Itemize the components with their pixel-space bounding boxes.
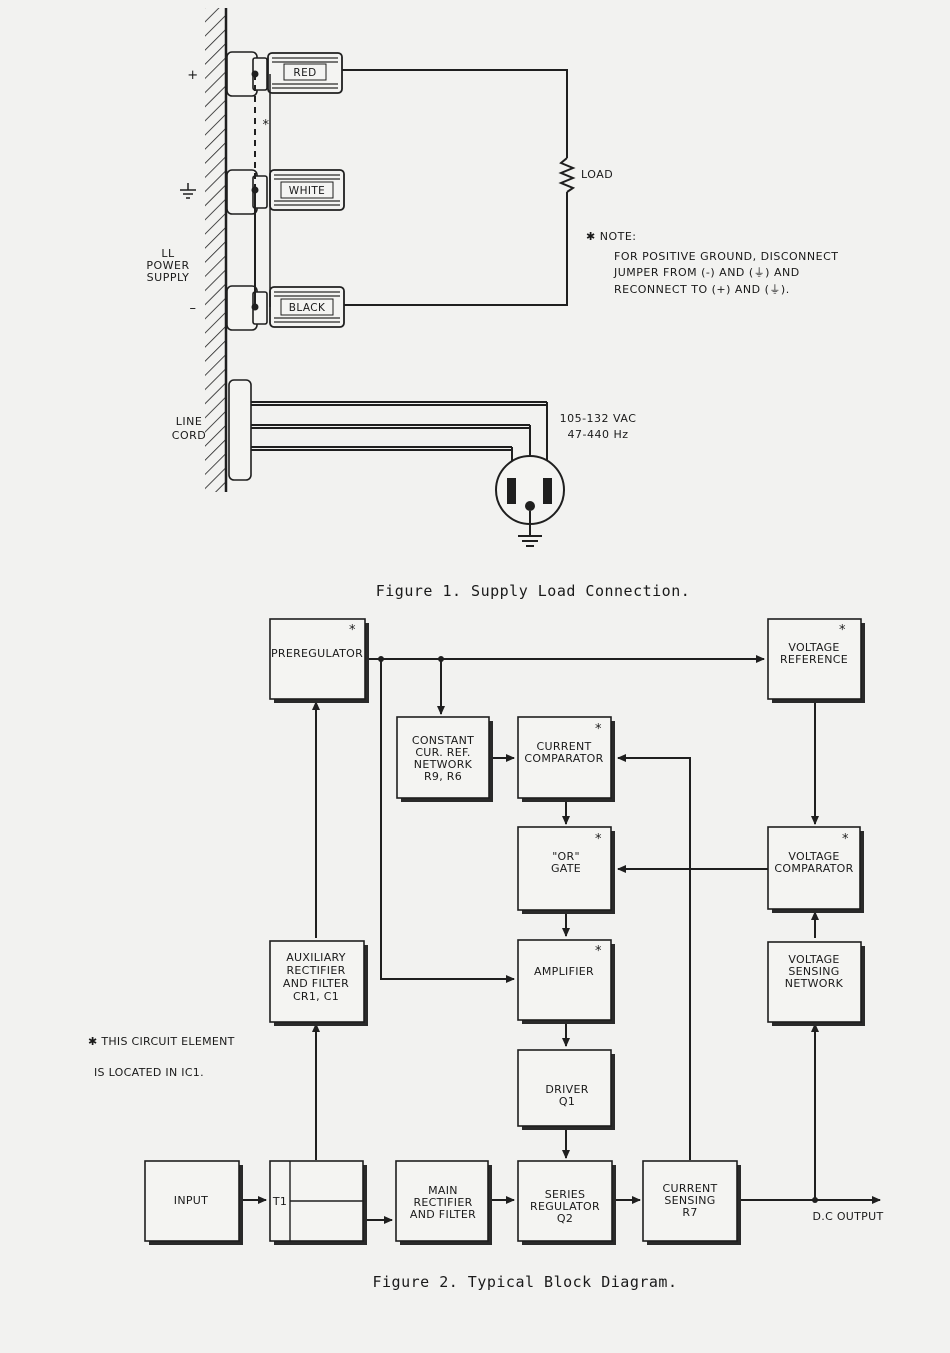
svg-text:LINE: LINE <box>176 415 203 428</box>
svg-text:CONSTANT: CONSTANT <box>412 734 474 747</box>
block-main-rectifier: MAIN RECTIFIER AND FILTER <box>395 1160 492 1245</box>
ic-marker: * <box>595 722 602 737</box>
svg-text:REGULATOR: REGULATOR <box>530 1200 600 1213</box>
figure-1-caption: Figure 1. Supply Load Connection. <box>376 582 691 600</box>
block-driver: DRIVER Q1 <box>517 1049 615 1130</box>
jumper-asterisk: * <box>263 118 270 133</box>
svg-text:AND FILTER: AND FILTER <box>410 1208 476 1221</box>
figure-2-block-diagram: * PREREGULATOR * VOLTAGE REFERENCE CONST… <box>88 618 884 1291</box>
svg-text:PREREGULATOR: PREREGULATOR <box>271 647 363 660</box>
svg-text:COMPARATOR: COMPARATOR <box>774 862 853 875</box>
binding-post-red: RED <box>267 52 343 94</box>
svg-text:"OR": "OR" <box>552 850 580 863</box>
figure-1-supply-load-connection: RED WHITE BLACK <box>146 8 838 600</box>
svg-text:MAIN: MAIN <box>428 1184 458 1197</box>
chassis-panel <box>205 8 228 492</box>
block-or-gate: * "OR" GATE <box>517 826 615 914</box>
ac-plug-icon <box>495 455 565 547</box>
svg-text:T1: T1 <box>272 1195 287 1208</box>
svg-text:GATE: GATE <box>551 862 581 875</box>
load-wiring <box>342 69 576 306</box>
block-auxiliary-rectifier: AUXILIARY RECTIFIER AND FILTER CR1, C1 <box>269 940 368 1026</box>
svg-text:REFERENCE: REFERENCE <box>780 653 848 666</box>
ic-marker: * <box>595 832 602 847</box>
block-voltage-reference: * VOLTAGE REFERENCE <box>767 618 865 703</box>
svg-text:CR1, C1: CR1, C1 <box>293 990 339 1003</box>
svg-text:DRIVER: DRIVER <box>545 1083 588 1096</box>
svg-text:105-132 VAC: 105-132 VAC <box>560 412 637 425</box>
block-series-regulator: SERIES REGULATOR Q2 <box>517 1160 616 1245</box>
block-voltage-sensing-network: VOLTAGE SENSING NETWORK <box>767 941 865 1026</box>
signal-connections <box>240 655 881 1224</box>
jumper-wire <box>251 70 271 311</box>
svg-text:RECONNECT TO (+) AND (⏚).: RECONNECT TO (+) AND (⏚). <box>614 283 790 296</box>
svg-text:CUR. REF.: CUR. REF. <box>415 746 470 759</box>
svg-text:IS LOCATED IN IC1.: IS LOCATED IN IC1. <box>94 1066 204 1079</box>
svg-text:VOLTAGE: VOLTAGE <box>788 850 839 863</box>
svg-text:CURRENT: CURRENT <box>536 740 591 753</box>
svg-text:JUMPER FROM (-) AND (⏚) AND: JUMPER FROM (-) AND (⏚) AND <box>613 266 800 279</box>
svg-text:RECTIFIER: RECTIFIER <box>286 964 345 977</box>
svg-text:AMPLIFIER: AMPLIFIER <box>534 965 594 978</box>
supply-label: LL POWER SUPPLY <box>146 247 189 284</box>
block-amplifier: * AMPLIFIER <box>517 939 615 1024</box>
block-voltage-comparator: * VOLTAGE COMPARATOR <box>767 826 864 913</box>
svg-text:✱ THIS CIRCUIT ELEMENT: ✱ THIS CIRCUIT ELEMENT <box>88 1035 235 1048</box>
svg-text:POWER: POWER <box>146 259 189 272</box>
svg-text:AND FILTER: AND FILTER <box>283 977 349 990</box>
load-label: LOAD <box>581 168 613 181</box>
svg-text:FOR POSITIVE GROUND, DISCONNEC: FOR POSITIVE GROUND, DISCONNECT <box>614 250 839 263</box>
ic-element-note: ✱ THIS CIRCUIT ELEMENT IS LOCATED IN IC1… <box>88 1035 235 1079</box>
svg-text:✱ NOTE:: ✱ NOTE: <box>586 230 636 243</box>
ic-marker: * <box>842 832 849 847</box>
plus-terminal-symbol: + <box>187 68 198 83</box>
line-cord-label: LINE CORD <box>172 415 206 442</box>
svg-text:R9, R6: R9, R6 <box>424 770 462 783</box>
svg-text:CURRENT: CURRENT <box>662 1182 717 1195</box>
binding-post-black: BLACK <box>269 286 345 328</box>
svg-text:VOLTAGE: VOLTAGE <box>788 641 839 654</box>
post-label-red: RED <box>293 67 316 79</box>
block-preregulator: * PREREGULATOR <box>269 618 369 703</box>
svg-text:AUXILIARY: AUXILIARY <box>286 951 346 964</box>
svg-text:VOLTAGE: VOLTAGE <box>788 953 839 966</box>
ic-marker: * <box>595 944 602 959</box>
post-mount-black <box>226 285 268 331</box>
svg-text:COMPARATOR: COMPARATOR <box>524 752 603 765</box>
post-mount-white <box>226 169 268 215</box>
ground-terminal-icon <box>180 183 196 199</box>
svg-text:Q1: Q1 <box>559 1095 575 1108</box>
figure-2-caption: Figure 2. Typical Block Diagram. <box>373 1273 678 1291</box>
block-transformer-t1: T1 <box>269 1160 367 1245</box>
svg-text:SENSING: SENSING <box>664 1194 715 1207</box>
dc-output-label: D.C OUTPUT <box>813 1210 884 1223</box>
block-current-comparator: * CURRENT COMPARATOR <box>517 716 615 802</box>
svg-text:INPUT: INPUT <box>174 1194 208 1207</box>
post-mount-red <box>226 51 268 97</box>
ic-marker: * <box>839 623 846 638</box>
svg-text:LL: LL <box>161 247 175 260</box>
svg-text:NETWORK: NETWORK <box>414 758 473 771</box>
svg-text:R7: R7 <box>682 1206 697 1219</box>
svg-text:CORD: CORD <box>172 429 206 442</box>
block-constant-current-ref-network: CONSTANT CUR. REF. NETWORK R9, R6 <box>396 716 493 802</box>
ic-marker: * <box>349 623 356 638</box>
svg-text:SERIES: SERIES <box>545 1188 586 1201</box>
block-current-sensing: CURRENT SENSING R7 <box>642 1160 741 1245</box>
positive-ground-note: ✱ NOTE: FOR POSITIVE GROUND, DISCONNECT … <box>586 230 839 296</box>
svg-text:RECTIFIER: RECTIFIER <box>413 1196 472 1209</box>
svg-text:NETWORK: NETWORK <box>785 977 844 990</box>
post-label-white: WHITE <box>289 185 325 197</box>
line-cord <box>228 379 548 505</box>
svg-text:47-440 Hz: 47-440 Hz <box>567 428 628 441</box>
block-input: INPUT <box>144 1160 243 1245</box>
svg-text:SENSING: SENSING <box>788 965 839 978</box>
ac-rating-label: 105-132 VAC 47-440 Hz <box>560 412 637 441</box>
post-label-black: BLACK <box>289 302 326 314</box>
svg-text:SUPPLY: SUPPLY <box>147 271 190 284</box>
svg-text:Q2: Q2 <box>557 1212 573 1225</box>
binding-post-white: WHITE <box>269 169 345 211</box>
minus-terminal-symbol: – <box>190 301 197 316</box>
